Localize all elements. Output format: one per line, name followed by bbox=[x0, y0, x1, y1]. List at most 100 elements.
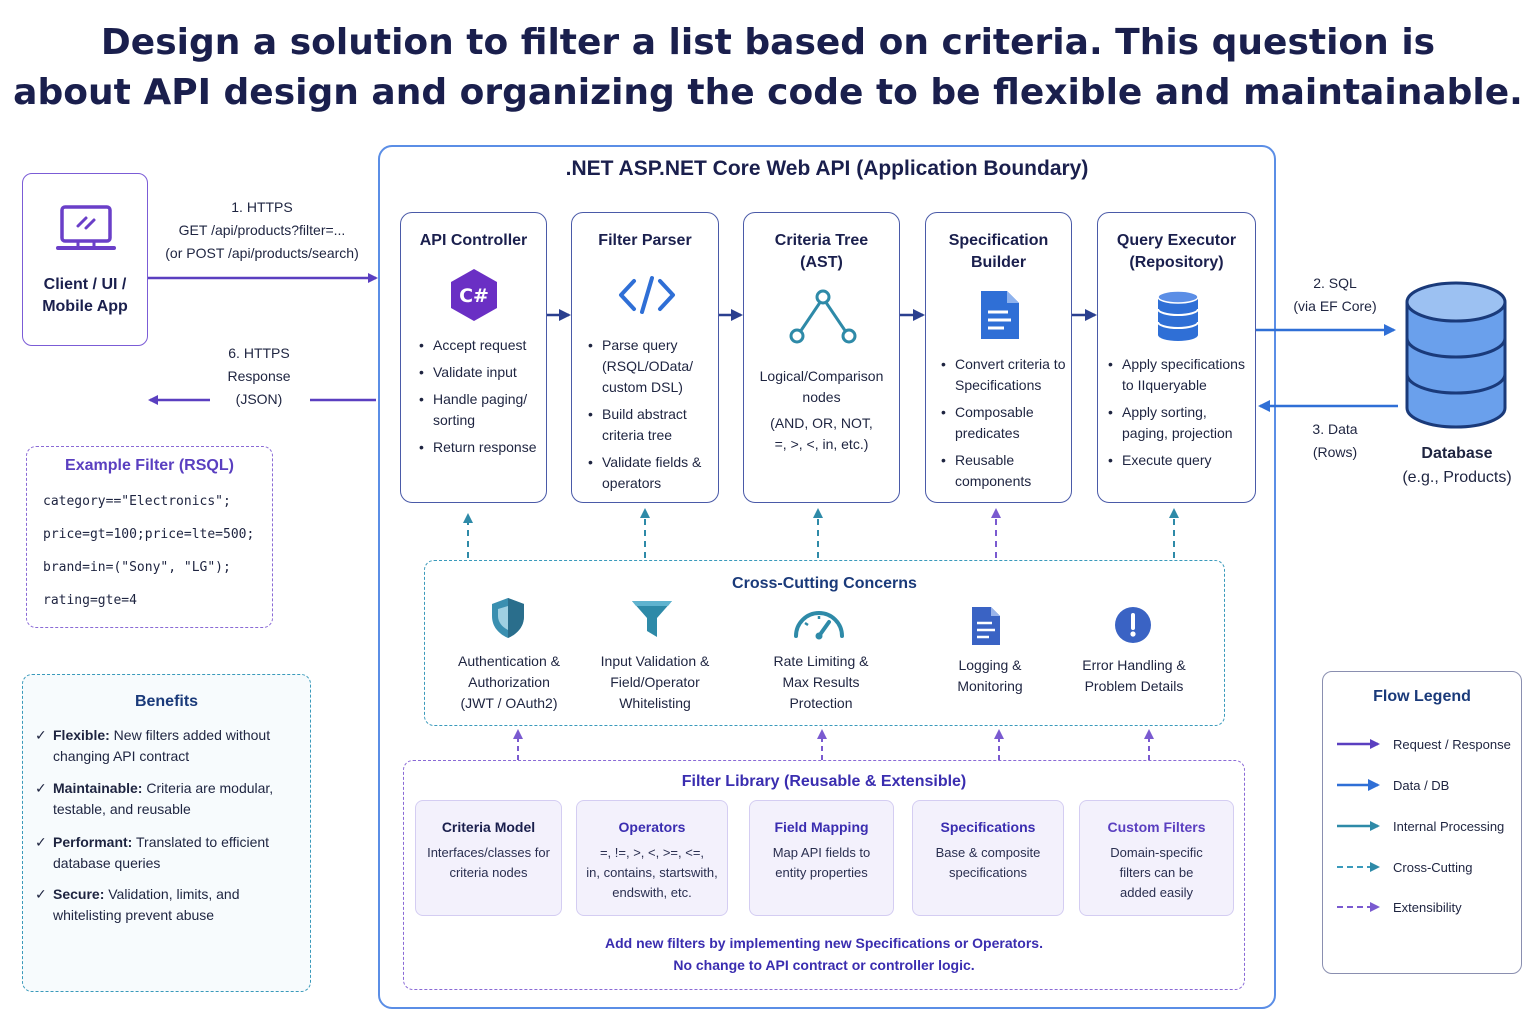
library-card-desc-line: filters can be bbox=[1119, 865, 1194, 880]
cc-line: (JWT / OAuth2) bbox=[460, 695, 558, 711]
data-step: 3. Data bbox=[1312, 421, 1358, 437]
specification-builder-box: Specification Builder Convert criteria t… bbox=[925, 212, 1072, 503]
cc-line: Error Handling & bbox=[1082, 657, 1186, 673]
legend-item-cross-cutting: Cross-Cutting bbox=[1393, 860, 1473, 875]
library-card-desc-line: criteria nodes bbox=[449, 865, 528, 880]
specification-builder-bullets: Convert criteria to Specifications Compo… bbox=[941, 354, 1071, 498]
cc-line: Monitoring bbox=[957, 678, 1023, 694]
cross-cutting-item-logging: Logging & Monitoring bbox=[925, 655, 1055, 697]
response-arrow-label: 6. HTTPS Response (JSON) bbox=[208, 342, 310, 411]
bullet: Reusable components bbox=[941, 450, 1071, 492]
check-icon: ✓ bbox=[35, 727, 47, 743]
filter-parser-title: Filter Parser bbox=[598, 232, 692, 249]
library-card-operators: Operators =, !=, >, <, >=, <=, in, conta… bbox=[576, 800, 728, 916]
client-node: Client / UI / Mobile App bbox=[22, 173, 148, 346]
library-card-field-mapping: Field Mapping Map API fields to entity p… bbox=[749, 800, 894, 916]
benefit-item: ✓ Flexible: New filters added without cha… bbox=[35, 725, 300, 767]
page-title: Design a solution to filter a list based… bbox=[0, 18, 1536, 118]
specification-builder-title-line-2: Builder bbox=[970, 254, 1027, 271]
legend-item-extensibility: Extensibility bbox=[1393, 900, 1462, 915]
sql-via: (via EF Core) bbox=[1293, 298, 1377, 314]
tree-icon bbox=[789, 289, 857, 344]
benefit-text: Validation, limits, and whitelisting pre… bbox=[53, 886, 240, 923]
client-label-line-1: Client / UI / bbox=[43, 276, 127, 293]
sql-arrow-label: 2. SQL (via EF Core) bbox=[1280, 272, 1390, 318]
database-node-icon bbox=[1405, 281, 1507, 429]
library-card-title: Operators bbox=[618, 819, 686, 835]
bullet: Convert criteria to Specifications bbox=[941, 354, 1071, 396]
funnel-icon bbox=[632, 601, 672, 637]
library-card-desc-line: entity properties bbox=[775, 865, 868, 880]
legend-title: Flow Legend bbox=[1373, 688, 1471, 705]
bullet: Validate fields & operators bbox=[588, 452, 716, 494]
benefit-text: New filters added without changing API c… bbox=[53, 727, 271, 764]
cross-cutting-title: Cross-Cutting Concerns bbox=[732, 575, 917, 592]
database-title: Database bbox=[1421, 445, 1493, 462]
benefit-label: Maintainable: bbox=[53, 780, 143, 796]
api-controller-title: API Controller bbox=[419, 232, 528, 249]
benefit-label: Performant: bbox=[53, 834, 133, 850]
api-controller-box: API Controller C# Accept request Validat… bbox=[400, 212, 547, 503]
example-filter-line: rating=gte=4 bbox=[43, 593, 137, 608]
example-filter-line: category=="Electronics"; bbox=[43, 494, 231, 509]
filter-parser-bullets: Parse query (RSQL/OData/ custom DSL) Bui… bbox=[588, 335, 716, 500]
cross-cutting-item-auth: Authentication & Authorization (JWT / OA… bbox=[444, 651, 574, 714]
bullet: Handle paging/ sorting bbox=[419, 389, 543, 431]
criteria-tree-title-line-1: Criteria Tree bbox=[774, 232, 869, 249]
specification-builder-title-line-1: Specification bbox=[948, 232, 1049, 249]
example-filter-line: price=gt=100;price=lte=500; bbox=[43, 527, 255, 542]
example-filter-panel: Example Filter (RSQL) category=="Electro… bbox=[26, 446, 273, 628]
database-icon bbox=[1157, 290, 1199, 341]
database-subtitle: (e.g., Products) bbox=[1402, 469, 1512, 486]
library-card-desc: =, !=, >, <, >=, <=, in, contains, start… bbox=[581, 843, 723, 903]
library-card-desc: Interfaces/classes for criteria nodes bbox=[420, 843, 557, 883]
code-icon bbox=[619, 276, 675, 314]
library-card-title: Specifications bbox=[940, 819, 1036, 835]
library-card-desc-line: specifications bbox=[948, 865, 1028, 880]
query-executor-title-line-2: (Repository) bbox=[1129, 254, 1224, 271]
library-card-criteria-model: Criteria Model Interfaces/classes for cr… bbox=[415, 800, 562, 916]
response-step: 6. HTTPS bbox=[228, 345, 290, 361]
benefit-item: ✓Maintainable: Criteria are modular, tes… bbox=[35, 778, 300, 820]
filter-parser-box: Filter Parser Parse query (RSQL/OData/ c… bbox=[571, 212, 719, 503]
bullet: Composable predicates bbox=[941, 402, 1071, 444]
csharp-icon: C# bbox=[451, 269, 497, 321]
criteria-tree-title-line-2: (AST) bbox=[800, 254, 843, 271]
application-boundary bbox=[378, 145, 1276, 1009]
request-arrow-label: 1. HTTPS GET /api/products?filter=... (o… bbox=[150, 196, 374, 265]
filter-library-title: Filter Library (Reusable & Extensible) bbox=[681, 773, 967, 790]
bullet: Parse query (RSQL/OData/ custom DSL) bbox=[588, 335, 716, 398]
cc-line: Problem Details bbox=[1084, 678, 1184, 694]
benefit-label: Secure: bbox=[53, 886, 105, 902]
library-card-desc-line: =, !=, >, <, >=, <=, bbox=[599, 845, 705, 860]
application-boundary-title: .NET ASP.NET Core Web API (Application B… bbox=[565, 157, 1089, 180]
library-card-specifications: Specifications Base & composite specific… bbox=[912, 800, 1064, 916]
bullet: Build abstract criteria tree bbox=[588, 404, 716, 446]
filter-library-footer-line-2: No change to API contract or controller … bbox=[673, 957, 975, 973]
document-icon bbox=[981, 291, 1019, 339]
library-card-desc: Domain-specific filters can be added eas… bbox=[1084, 843, 1229, 903]
example-filter-line: brand=in=("Sony", "LG"); bbox=[43, 560, 231, 575]
benefit-label: Flexible: bbox=[53, 727, 110, 743]
response-text: Response bbox=[227, 368, 291, 384]
legend-item-data-db: Data / DB bbox=[1393, 778, 1450, 793]
filter-library-footer-line-1: Add new filters by implementing new Spec… bbox=[605, 935, 1043, 951]
library-card-title: Field Mapping bbox=[774, 819, 869, 835]
check-icon: ✓ bbox=[35, 780, 47, 796]
library-card-desc-line: added easily bbox=[1120, 885, 1193, 900]
library-card-desc-line: Map API fields to bbox=[772, 845, 871, 860]
api-controller-bullets: Accept request Validate input Handle pag… bbox=[419, 335, 543, 464]
alert-icon bbox=[1115, 607, 1151, 643]
data-rows: (Rows) bbox=[1312, 444, 1358, 460]
bullet: Apply specifications to IIqueryable bbox=[1108, 354, 1256, 396]
library-card-desc: Base & composite specifications bbox=[917, 843, 1059, 883]
query-executor-box: Query Executor (Repository) Apply specif… bbox=[1097, 212, 1256, 503]
check-icon: ✓ bbox=[35, 834, 47, 850]
library-card-desc-line: endswith, etc. bbox=[612, 885, 692, 900]
sql-step: 2. SQL bbox=[1313, 275, 1357, 291]
criteria-tree-desc-line: nodes bbox=[802, 389, 841, 405]
cc-line: Logging & bbox=[958, 657, 1022, 673]
library-card-desc-line: Base & composite bbox=[935, 845, 1041, 860]
bullet: Apply sorting, paging, projection bbox=[1108, 402, 1256, 444]
criteria-tree-title: Criteria Tree (AST) bbox=[744, 230, 899, 274]
